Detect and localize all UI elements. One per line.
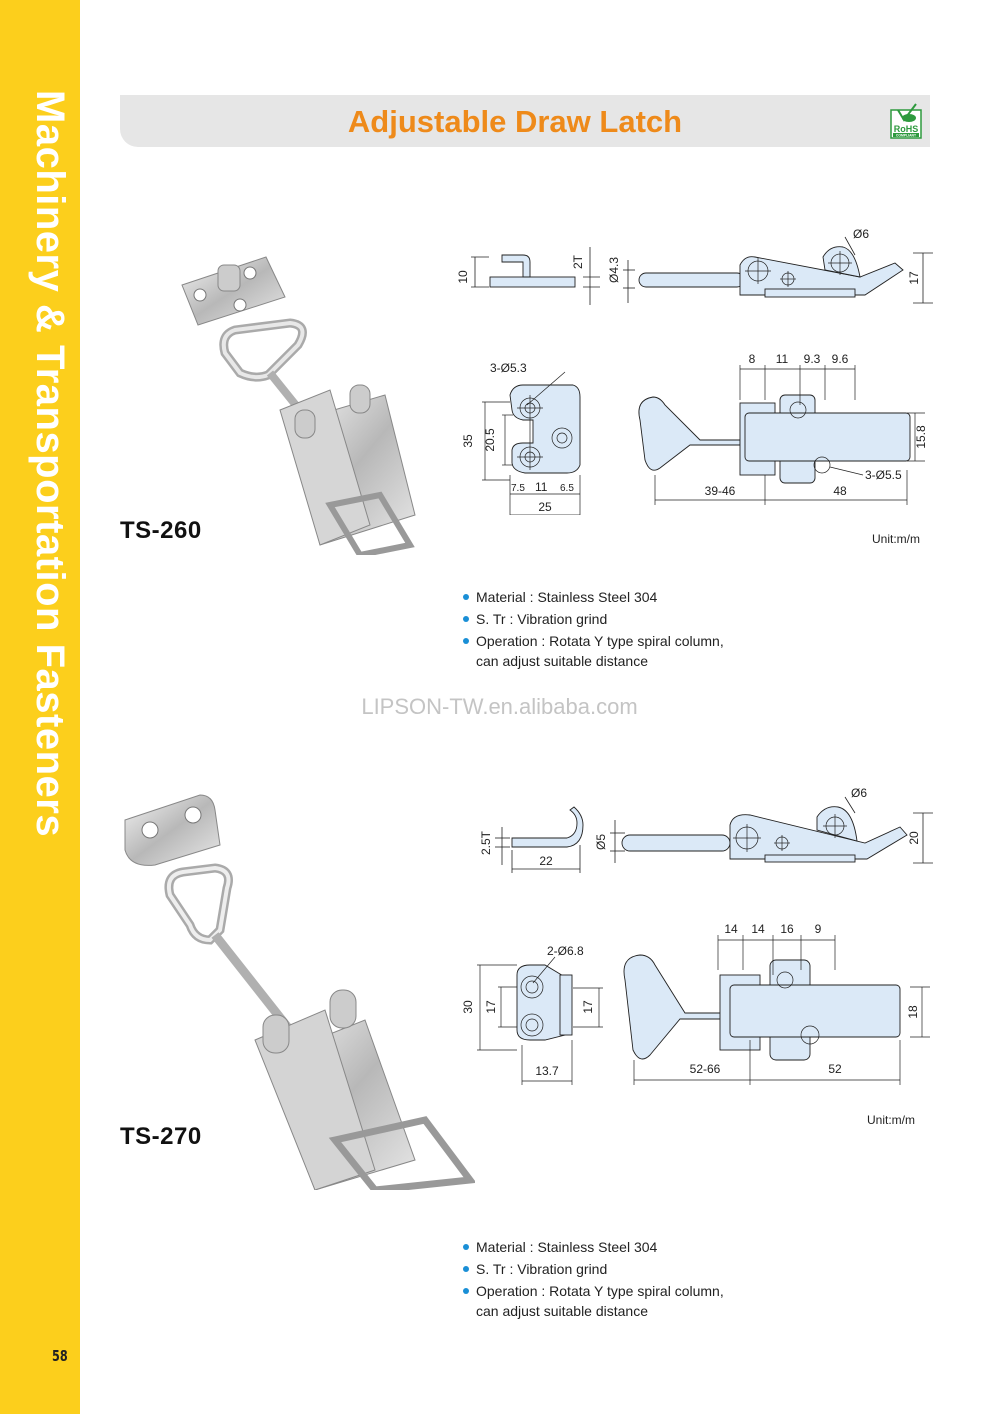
svg-text:7.5: 7.5	[511, 483, 525, 494]
bullet-icon	[463, 594, 469, 600]
category-sidebar: Machinery & Transportation Fasteners 58	[0, 0, 80, 1414]
svg-text:2T: 2T	[571, 254, 585, 269]
svg-text:52-66: 52-66	[690, 1062, 721, 1076]
ts-260-plan-view-drawing: 3-Ø5.3 35 20.5 7.5 11 6.5 25 8 11 9.3 9.…	[461, 352, 928, 515]
svg-text:14: 14	[751, 922, 765, 936]
svg-text:9.6: 9.6	[832, 352, 849, 366]
svg-text:14: 14	[724, 922, 738, 936]
ts-260-spec-list: Material : Stainless Steel 304 S. Tr : V…	[459, 586, 724, 672]
unit-label: Unit:m/m	[872, 532, 920, 546]
svg-text:15.8: 15.8	[914, 425, 928, 449]
svg-text:2-Ø6.8: 2-Ø6.8	[547, 944, 584, 958]
svg-text:18: 18	[906, 1005, 920, 1019]
svg-text:6.5: 6.5	[560, 483, 574, 494]
svg-text:30: 30	[461, 1000, 475, 1014]
spec-item: Operation : Rotata Y type spiral column,	[459, 1280, 724, 1302]
unit-label: Unit:m/m	[867, 1113, 915, 1127]
svg-text:20.5: 20.5	[483, 428, 497, 452]
spec-item-continued: can adjust suitable distance	[476, 653, 648, 669]
page-number: 58	[52, 1347, 68, 1365]
spec-item: S. Tr : Vibration grind	[459, 1258, 724, 1280]
svg-text:Ø6: Ø6	[851, 786, 867, 800]
svg-text:17: 17	[907, 271, 921, 285]
spec-item: S. Tr : Vibration grind	[459, 608, 724, 630]
page-title: Adjustable Draw Latch	[347, 104, 683, 139]
svg-text:52: 52	[828, 1062, 842, 1076]
spec-item-continued: can adjust suitable distance	[476, 1303, 648, 1319]
svg-text:10: 10	[456, 270, 470, 284]
model-label: TS-260	[120, 517, 202, 544]
svg-text:9.3: 9.3	[804, 352, 821, 366]
bullet-icon	[463, 616, 469, 622]
header-bar: Adjustable Draw Latch	[120, 95, 930, 147]
ts-260-product-photo	[181, 256, 416, 555]
ts-270-spec-list: Material : Stainless Steel 304 S. Tr : V…	[459, 1236, 724, 1322]
svg-text:8: 8	[749, 352, 756, 366]
spec-item: Material : Stainless Steel 304	[459, 1236, 724, 1258]
svg-text:48: 48	[833, 484, 847, 498]
svg-text:22: 22	[539, 854, 553, 868]
svg-text:17: 17	[581, 1000, 595, 1014]
model-label: TS-270	[120, 1123, 202, 1150]
svg-text:COMPLIANT: COMPLIANT	[896, 133, 917, 137]
ts-260-side-view-drawing: 10 2T Ø4.3 Ø6 17	[456, 227, 933, 305]
svg-text:2.5T: 2.5T	[479, 830, 493, 855]
svg-text:Ø6: Ø6	[853, 227, 869, 241]
ts-270-plan-view-drawing: 2-Ø6.8 30 17 17 13.7 14 14 16 9 18 52-66…	[461, 922, 930, 1085]
ts-270-side-view-drawing: 2.5T 22 Ø5 Ø6 20	[479, 786, 933, 873]
bullet-icon	[463, 1288, 469, 1294]
svg-text:17: 17	[484, 1000, 498, 1014]
svg-text:Ø5: Ø5	[594, 834, 608, 850]
svg-text:39-46: 39-46	[705, 484, 736, 498]
svg-text:3-Ø5.3: 3-Ø5.3	[490, 361, 527, 375]
bullet-icon	[463, 1266, 469, 1272]
svg-text:11: 11	[776, 352, 789, 366]
svg-text:16: 16	[780, 922, 794, 936]
bullet-icon	[463, 1244, 469, 1250]
svg-text:3-Ø5.5: 3-Ø5.5	[865, 468, 902, 482]
spec-item: Material : Stainless Steel 304	[459, 586, 724, 608]
rohs-compliant-icon: RoHS COMPLIANT	[890, 103, 922, 139]
svg-text:RoHS: RoHS	[894, 124, 919, 134]
category-title: Machinery & Transportation Fasteners	[28, 90, 72, 838]
svg-text:35: 35	[461, 434, 475, 448]
svg-text:11: 11	[535, 480, 548, 494]
svg-text:Ø4.3: Ø4.3	[607, 257, 621, 283]
watermark: LIPSON-TW.en.alibaba.com	[361, 694, 638, 719]
svg-text:25: 25	[538, 500, 552, 514]
svg-text:9: 9	[815, 922, 822, 936]
spec-item: Operation : Rotata Y type spiral column,	[459, 630, 724, 652]
svg-text:20: 20	[907, 831, 921, 845]
bullet-icon	[463, 638, 469, 644]
ts-270-product-photo	[124, 794, 475, 1190]
svg-text:13.7: 13.7	[535, 1064, 559, 1078]
